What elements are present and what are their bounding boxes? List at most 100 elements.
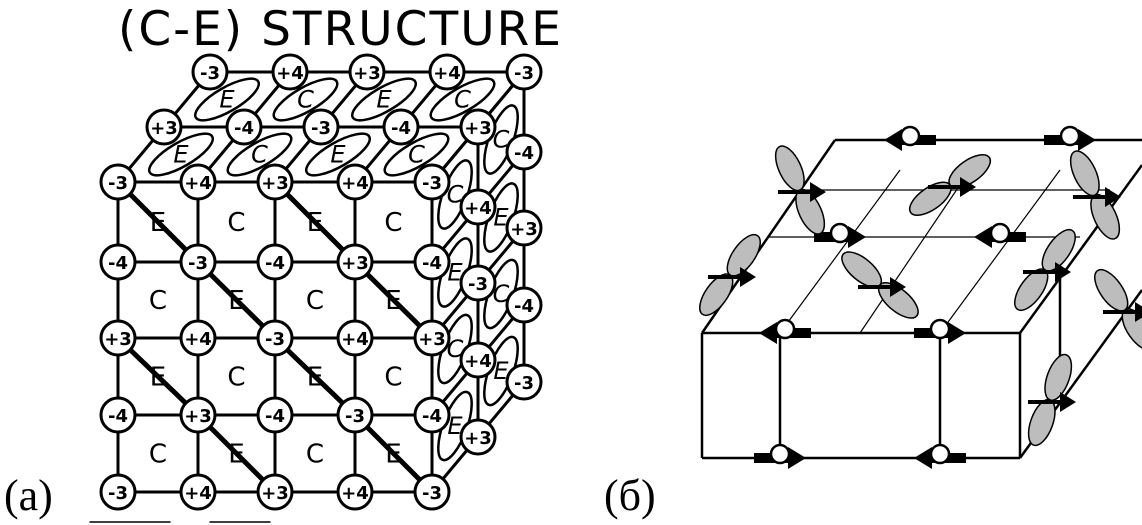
orbital-arrow [1103, 302, 1142, 322]
front-cell-letter: E [150, 363, 166, 393]
side-back-ion [505, 133, 543, 171]
orbital-lobe [1069, 150, 1100, 197]
side-letter-back: C [493, 280, 510, 308]
orbital-lobe [1027, 398, 1056, 447]
spin-arrow-ring [989, 222, 1011, 244]
front-ion-text: +4 [341, 483, 369, 504]
side-mid-ion [459, 264, 497, 302]
front-ion [99, 243, 137, 281]
front-cell-letter: C [149, 286, 167, 316]
side-back-ion-text: -4 [514, 296, 534, 317]
orbital-lattice-diagram [699, 125, 1142, 469]
front-ion [256, 163, 294, 201]
front-ion [256, 396, 294, 434]
top-grid [859, 169, 971, 334]
front-ion-text: +4 [184, 173, 212, 194]
front-cell-letter: C [384, 208, 402, 238]
front-ion-text: -4 [108, 406, 128, 427]
top-lobe-back [429, 77, 496, 122]
side-mid-ion [459, 188, 497, 226]
front-ion [256, 243, 294, 281]
orbital [1014, 228, 1076, 312]
side-mid-ion-text: +3 [464, 428, 492, 449]
front-ion-text: +4 [184, 483, 212, 504]
front-bond [272, 179, 358, 265]
orbital-arrow [1073, 187, 1121, 207]
side-back-ion-text: +3 [510, 219, 538, 240]
front-ion [336, 473, 374, 511]
front-ion [336, 243, 374, 281]
front-ion [99, 163, 137, 201]
orbital-arrow [858, 277, 906, 297]
orbital-arrow [778, 182, 826, 202]
front-bond [115, 179, 201, 265]
orbital-arrow [928, 177, 976, 197]
front-ion-text: +3 [261, 483, 289, 504]
top-grid [779, 169, 901, 334]
side-letter-back: C [493, 126, 510, 154]
front-cell-letter: C [227, 208, 245, 238]
front-ion-text: -4 [422, 406, 442, 427]
top-letter-back: C [297, 86, 314, 114]
side-mid-ion [459, 108, 497, 146]
side-letter-front: C [447, 181, 464, 209]
box-top-right-edge [1018, 164, 1142, 334]
front-cell-letter: E [150, 208, 166, 238]
front-cell-letter: E [307, 208, 323, 238]
orbital-lobe [1044, 353, 1073, 402]
spin-arrow-ring [929, 443, 951, 465]
front-ion-text: +3 [418, 329, 446, 350]
front-ion-text: +3 [261, 173, 289, 194]
spin-arrow-ring [829, 222, 851, 244]
top-back-ion-text: +4 [276, 63, 304, 84]
front-ion-text: +3 [104, 329, 132, 350]
top-letter-front: C [408, 141, 425, 169]
front-ion [413, 473, 451, 511]
top-mid-ion-text: -4 [234, 118, 254, 139]
front-ion-text: -3 [108, 483, 128, 504]
side-mid-ion-text: -3 [468, 274, 488, 295]
orbital-arrow [1028, 392, 1076, 412]
front-ion [179, 319, 217, 357]
front-ion-text: +3 [184, 406, 212, 427]
spin-arrow-ring [929, 318, 951, 340]
side-letter-front: E [447, 259, 463, 287]
front-cell-letter: E [385, 440, 401, 470]
front-ion-text: -4 [108, 253, 128, 274]
front-cell-letter: C [306, 440, 324, 470]
side-mid-ion-text: +3 [464, 118, 492, 139]
top-back-ion [191, 53, 229, 91]
front-ion-text: +3 [341, 253, 369, 274]
front-cell-letter: C [149, 440, 167, 470]
top-back-ion-text: -3 [200, 63, 220, 84]
top-lobe-front [305, 132, 371, 177]
front-ion [413, 163, 451, 201]
side-mid-ion-text: +4 [464, 351, 492, 372]
top-back-ion [428, 53, 466, 91]
front-cell-letter: C [384, 363, 402, 393]
front-ion-text: -3 [108, 173, 128, 194]
structure-title: (C-E) STRUCTURE [118, 2, 563, 57]
side-letter-front: E [447, 412, 463, 440]
side-back-ion-text: -4 [514, 143, 534, 164]
front-cell-letter: C [227, 363, 245, 393]
top-mid-ion [302, 108, 340, 146]
spin-arrow-ring [1059, 125, 1081, 147]
top-grid [939, 169, 1061, 334]
front-cell-letter: C [306, 286, 324, 316]
front-ion [179, 243, 217, 281]
front-ion [99, 396, 137, 434]
front-ion [413, 396, 451, 434]
orbital [1027, 353, 1073, 447]
orbital [699, 233, 761, 317]
side-mid-ion [459, 341, 497, 379]
front-ion-text: -4 [422, 253, 442, 274]
top-lobe-back [272, 77, 339, 122]
top-mid-ion [225, 108, 263, 146]
front-ion-text: -3 [188, 253, 208, 274]
spin-arrow-ring [769, 443, 791, 465]
top-letter-front: E [173, 141, 189, 169]
top-lobe-front [148, 132, 214, 177]
front-ion-text: -3 [345, 406, 365, 427]
